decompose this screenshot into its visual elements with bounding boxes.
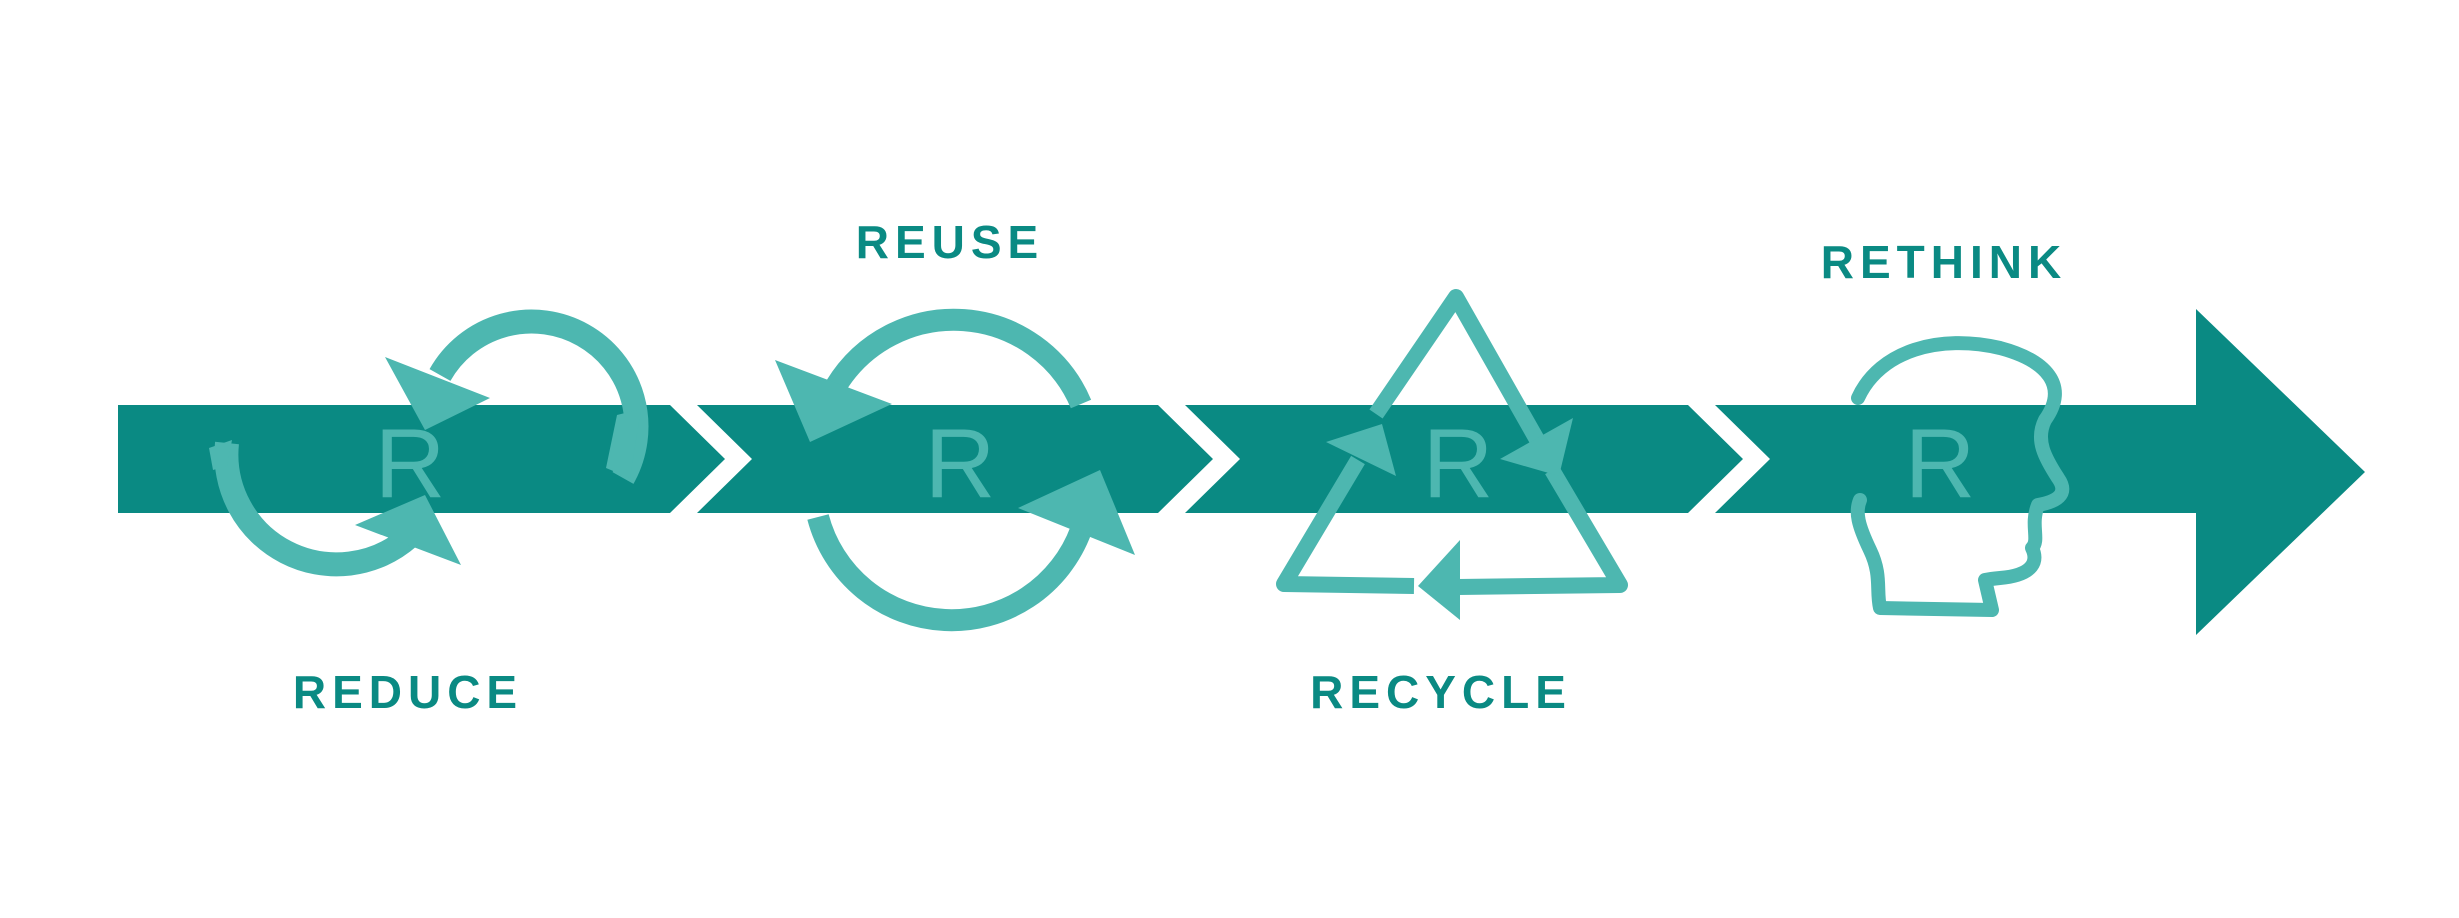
rethink-label: RETHINK xyxy=(1821,236,2067,288)
head-profile-icon xyxy=(1850,336,2070,617)
reduce-r-letter: R xyxy=(375,408,446,518)
reuse-arrow-heads xyxy=(775,360,1135,555)
reduce-label: REDUCE xyxy=(293,666,523,718)
reuse-r-letter: R xyxy=(925,408,996,518)
reuse-label: REUSE xyxy=(856,216,1044,268)
band-segment-1 xyxy=(118,405,725,513)
recycle-label: RECYCLE xyxy=(1310,666,1572,718)
step-letters: R R R R xyxy=(375,408,1976,518)
rethink-r-letter: R xyxy=(1905,408,1976,518)
step-labels: REDUCE REUSE RECYCLE RETHINK xyxy=(293,216,2067,718)
recycle-r-letter: R xyxy=(1423,408,1494,518)
recycle-triangle-arrows-icon xyxy=(1276,289,1628,595)
reduce-arrow-heads xyxy=(209,357,641,565)
recycle-arrow-heads xyxy=(1326,418,1573,620)
reuse-circular-arrows-icon xyxy=(807,308,1092,632)
band-arrow-head xyxy=(1715,309,2365,635)
band-segment-3 xyxy=(1185,405,1743,513)
